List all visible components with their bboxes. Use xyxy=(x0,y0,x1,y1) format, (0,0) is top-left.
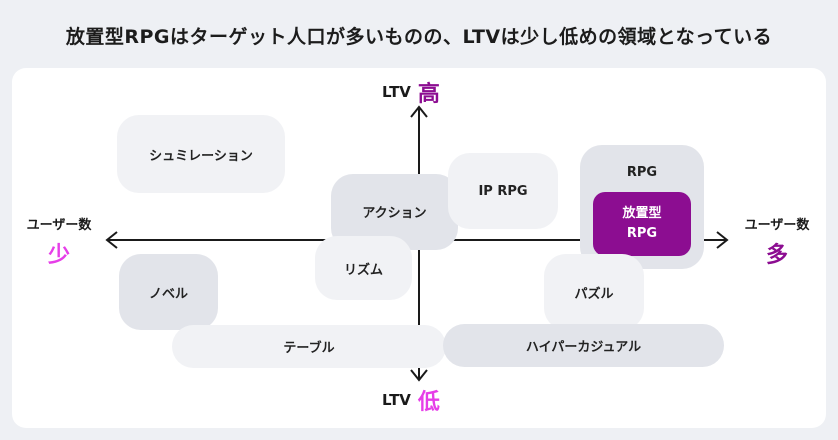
bubble-action-label: アクション xyxy=(362,205,427,221)
bubble-simulation: シュミレーション xyxy=(117,115,285,193)
bubble-idle-rpg-line1: 放置型 xyxy=(622,206,662,221)
bottom-axis-value: 低 xyxy=(417,390,440,415)
bubble-rpg-label: RPG xyxy=(626,165,658,180)
bubble-table-label: テーブル xyxy=(283,341,335,356)
right-axis-label: ユーザー数 多 xyxy=(732,214,822,269)
bubble-novel: ノベル xyxy=(119,254,218,330)
left-axis-label: ユーザー数 少 xyxy=(14,214,104,269)
bubble-puzzle-label: パズル xyxy=(574,286,614,302)
bubble-idle-rpg: 放置型 RPG xyxy=(593,192,691,256)
left-arrow-icon xyxy=(105,231,118,249)
right-axis-value: 多 xyxy=(765,243,788,268)
left-axis-value: 少 xyxy=(47,243,70,268)
bubble-idle-rpg-line2: RPG xyxy=(626,226,658,241)
bubble-rhythm-label: リズム xyxy=(343,262,383,278)
bottom-axis-prefix: LTV xyxy=(382,391,411,409)
bubble-ip-rpg-label: IP RPG xyxy=(478,183,528,199)
bubble-puzzle: パズル xyxy=(544,254,644,330)
bubble-hyper-casual: ハイパーカジュアル xyxy=(443,324,724,367)
bubble-ip-rpg: IP RPG xyxy=(448,153,558,229)
bubble-hyper-casual-label: ハイパーカジュアル xyxy=(525,340,642,355)
right-axis-text: ユーザー数 xyxy=(744,218,810,233)
top-axis-prefix: LTV xyxy=(382,83,411,101)
right-arrow-icon xyxy=(716,231,729,249)
bottom-axis-label: LTV 低 xyxy=(382,386,440,415)
bubble-simulation-label: シュミレーション xyxy=(149,148,253,164)
page-title: 放置型RPGはターゲット人口が多いものの、LTVは少し低めの領域となっている xyxy=(65,26,773,48)
down-arrow-icon xyxy=(410,369,428,382)
top-axis-label: LTV 高 xyxy=(382,78,440,107)
top-axis-value: 高 xyxy=(417,82,440,107)
left-axis-text: ユーザー数 xyxy=(26,218,92,233)
bubble-table: テーブル xyxy=(172,325,446,368)
bubble-novel-label: ノベル xyxy=(148,286,188,302)
up-arrow-icon xyxy=(410,105,428,118)
bubble-rhythm: リズム xyxy=(315,236,412,300)
